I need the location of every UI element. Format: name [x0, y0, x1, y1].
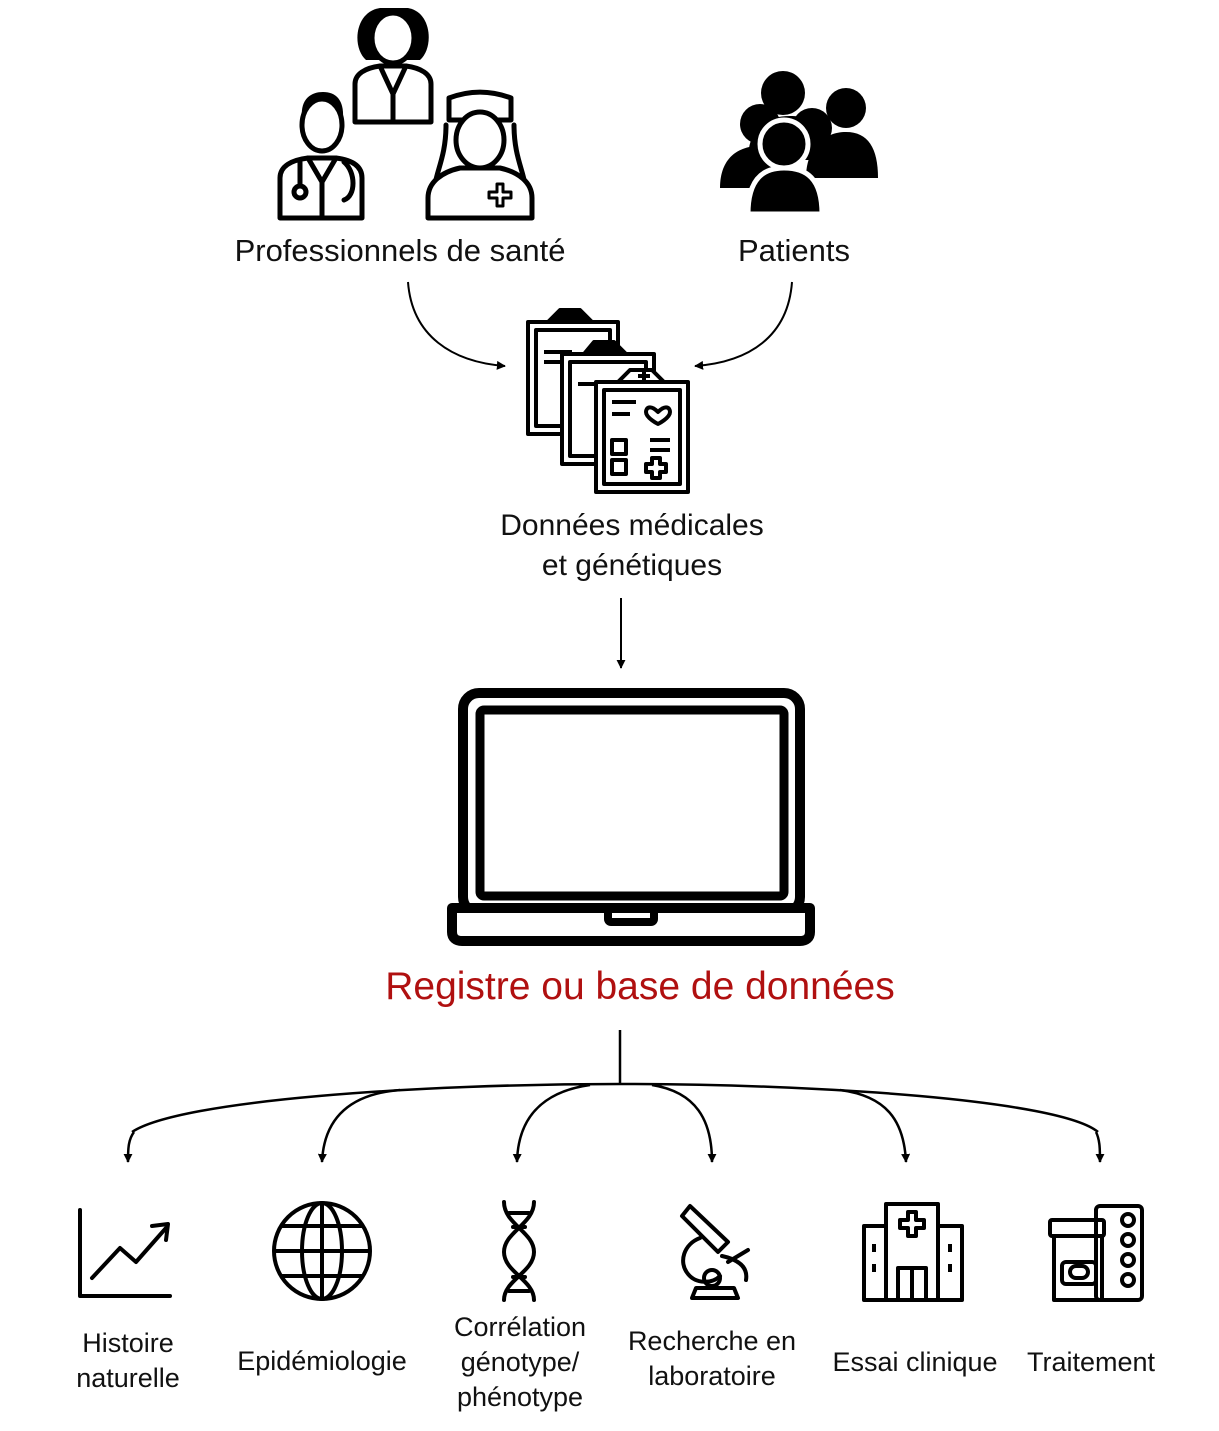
patients-label: Patients	[737, 233, 850, 268]
records-label-line1: Données médicales	[500, 509, 764, 542]
arrow-professionals-to-records	[407, 281, 506, 370]
dna-icon	[501, 1200, 537, 1302]
hospital-icon	[862, 1202, 964, 1302]
output-traitement-line1: Traitement	[1026, 1347, 1156, 1377]
arrow-patients-to-records	[694, 281, 793, 370]
professionals-label: Professionnels de santé	[234, 233, 566, 268]
output-recherche-line2: laboratoire	[648, 1361, 776, 1391]
database-label: Registre ou base de données	[385, 965, 895, 1008]
arrow-to-correlation	[512, 1083, 591, 1163]
arrow-to-essai	[839, 1088, 911, 1163]
output-histoire-line2: naturelle	[76, 1363, 180, 1393]
output-histoire-label: Histoire naturelle	[48, 1326, 208, 1396]
healthcare-team-icon	[277, 8, 535, 221]
output-recherche-label: Recherche en laboratoire	[612, 1324, 812, 1394]
output-epidemiologie-label: Epidémiologie	[222, 1344, 422, 1379]
output-correlation-label: Corrélation génotype/ phénotype	[430, 1310, 610, 1415]
output-essai-line1: Essai clinique	[832, 1347, 998, 1377]
output-correlation-line3: phénotype	[456, 1382, 584, 1412]
medication-icon	[1048, 1204, 1144, 1302]
output-epidemiologie-line1: Epidémiologie	[237, 1346, 407, 1376]
patients-group-icon	[720, 71, 878, 217]
records-label-line2: et génétiques	[541, 549, 723, 582]
arrow-to-traitement	[1094, 1131, 1105, 1163]
output-essai-label: Essai clinique	[818, 1345, 1012, 1380]
arrow-to-recherche	[651, 1083, 717, 1163]
distribution-tree	[131, 1030, 1099, 1134]
trend-chart-icon	[78, 1208, 172, 1298]
arrow-to-epidemiologie	[317, 1088, 401, 1163]
medical-records-icon	[526, 308, 690, 494]
arrow-to-histoire	[123, 1131, 136, 1163]
output-traitement-label: Traitement	[1018, 1345, 1164, 1380]
output-recherche-line1: Recherche en	[627, 1326, 797, 1356]
output-histoire-line1: Histoire	[82, 1328, 174, 1358]
output-correlation-line1: Corrélation	[453, 1312, 587, 1342]
output-correlation-line2: génotype/	[460, 1347, 580, 1377]
microscope-icon	[680, 1204, 750, 1300]
laptop-icon	[447, 688, 815, 946]
globe-icon	[272, 1201, 372, 1301]
